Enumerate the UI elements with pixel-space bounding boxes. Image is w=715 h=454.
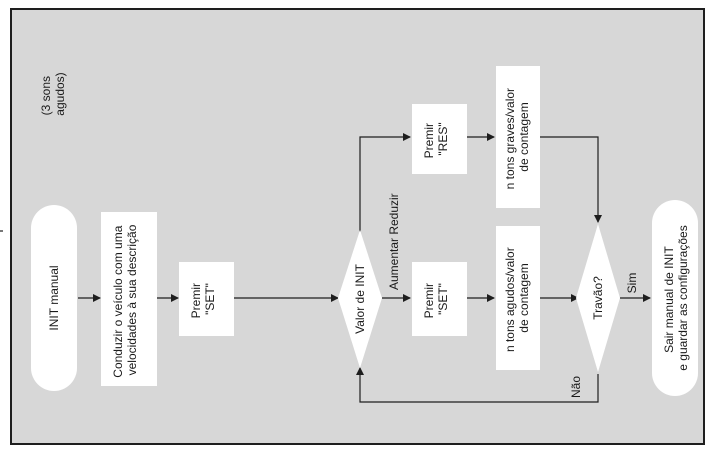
- init-value-label: Valor de INIT: [353, 263, 367, 333]
- end-terminator: [652, 200, 698, 396]
- high-tones-label: n tons agudos/valor de contagem: [503, 244, 531, 352]
- lock-label: Travão?: [591, 276, 605, 320]
- reduce-label: Reduzir: [387, 193, 401, 234]
- press-set-label: Premir "SET": [189, 280, 217, 319]
- start-terminator: [31, 205, 77, 391]
- high-tones-box: [496, 226, 540, 370]
- press-res-label: Premir "RES": [422, 120, 450, 159]
- drive-label: Conduzir o veículo com uma velocidades à…: [111, 222, 139, 377]
- press-res-box: [412, 104, 467, 174]
- end-label: Sair manual de INIT e guardar as configu…: [662, 225, 690, 370]
- low-tones-label: n tons graves/valor de contagem: [503, 85, 531, 190]
- press-set2-box: [412, 262, 467, 336]
- connector-lock-loop: [356, 367, 599, 403]
- connectors: [0, 133, 651, 403]
- start-label: INIT manual: [47, 265, 61, 330]
- three-beeps-note: (3 sons agudos): [39, 72, 67, 115]
- connector-low-lock: [540, 136, 602, 223]
- no-label: Não: [569, 376, 583, 398]
- connector-decision-res: [359, 133, 411, 232]
- lock-decision: [576, 224, 620, 372]
- drive-box: [101, 212, 157, 386]
- shapes: [31, 66, 698, 396]
- yes-label: Sim: [625, 273, 639, 294]
- press-set2-label: Premir "SET": [422, 280, 450, 319]
- increase-label: Aumentar: [387, 238, 401, 290]
- low-tones-box: [496, 66, 540, 208]
- init-value-decision: [338, 230, 382, 368]
- press-set-box: [179, 262, 234, 336]
